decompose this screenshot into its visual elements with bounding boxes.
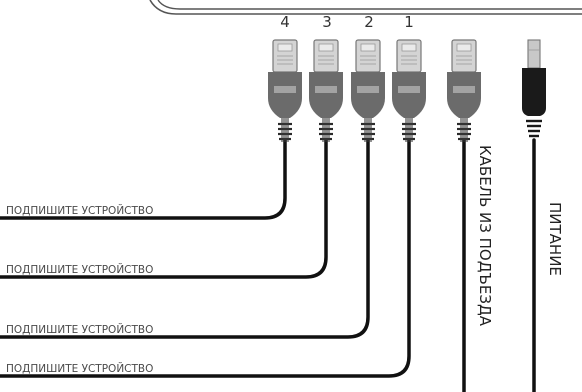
device-label-port-2: ПОДПИШИТЕ УСТРОЙСТВО [6, 323, 153, 336]
device-cable-1 [0, 138, 411, 378]
device-cable-3 [0, 138, 328, 279]
device-cable-4 [0, 138, 287, 220]
device-label-port-4: ПОДПИШИТЕ УСТРОЙСТВО [6, 204, 153, 217]
router-outline [149, 0, 582, 15]
port-number-3: 3 [322, 13, 332, 31]
rj45-plug-port-3 [307, 38, 345, 144]
rj45-plug-port-4 [266, 38, 304, 144]
port-number-2: 2 [364, 13, 374, 31]
port-number-1: 1 [404, 13, 414, 31]
router-outline-inner [157, 0, 582, 10]
device-label-port-1: ПОДПИШИТЕ УСТРОЙСТВО [6, 362, 153, 375]
device-cable-2 [0, 138, 370, 339]
rj45-plug-port-2 [349, 38, 387, 144]
device-label-port-3: ПОДПИШИТЕ УСТРОЙСТВО [6, 263, 153, 276]
rj45-plug-port-1 [390, 38, 428, 144]
device-cables [0, 138, 536, 392]
uplink-cable-label: КАБЕЛЬ ИЗ ПОДЪЕЗДА [476, 145, 494, 327]
rj45-plug-uplink [445, 38, 483, 144]
port-number-4: 4 [280, 13, 290, 31]
power-plug [522, 39, 546, 138]
power-label: ПИТАНИЕ [546, 202, 564, 276]
